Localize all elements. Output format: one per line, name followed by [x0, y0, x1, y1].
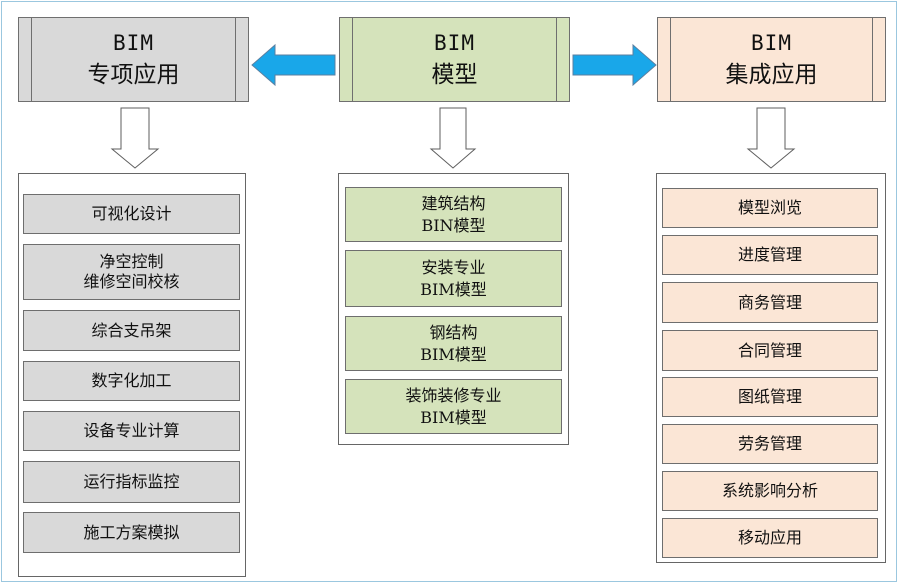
right-header-line2: 集成应用: [725, 62, 818, 88]
right-item-drawing-management: 图纸管理: [662, 377, 878, 417]
center-item-installation-model: 安装专业 BIM模型: [345, 250, 562, 307]
left-item-equipment-calculation: 设备专业计算: [23, 411, 240, 451]
left-item-clearance-control: 净空控制 维修空间校核: [23, 244, 240, 300]
left-item-visualization-design: 可视化设计: [23, 194, 240, 234]
bim-model-list-panel: 建筑结构 BIN模型 安装专业 BIM模型 钢结构 BIM模型 装饰装修专业 B…: [338, 173, 569, 445]
bim-integrated-application-header: BIM 集成应用: [657, 17, 886, 102]
bim-model-header: BIM 模型: [339, 17, 570, 102]
special-application-list-panel: 可视化设计 净空控制 维修空间校核 综合支吊架 数字化加工 设备专业计算 运行指…: [18, 173, 246, 577]
center-header-line1: BIM: [434, 31, 475, 55]
integrated-application-list-panel: 模型浏览 进度管理 商务管理 合同管理 图纸管理 劳务管理 系统影响分析 移动应…: [656, 173, 886, 563]
left-item-support-hanger: 综合支吊架: [23, 310, 240, 351]
right-item-progress-management: 进度管理: [662, 235, 878, 275]
center-item-decoration-model: 装饰装修专业 BIM模型: [345, 379, 562, 434]
center-item-building-structure-model: 建筑结构 BIN模型: [345, 187, 562, 242]
left-header-line2: 专项应用: [87, 62, 180, 88]
left-item-operation-monitoring: 运行指标监控: [23, 461, 240, 503]
right-header-line1: BIM: [751, 31, 792, 55]
center-header-line2: 模型: [431, 62, 478, 88]
right-item-contract-management: 合同管理: [662, 330, 878, 371]
right-item-model-browse: 模型浏览: [662, 188, 878, 228]
right-item-system-impact-analysis: 系统影响分析: [662, 471, 878, 511]
left-item-construction-simulation: 施工方案模拟: [23, 512, 240, 553]
bim-special-application-header: BIM 专项应用: [18, 17, 249, 102]
left-item-digital-processing: 数字化加工: [23, 361, 240, 401]
left-header-line1: BIM: [113, 31, 154, 55]
right-item-business-management: 商务管理: [662, 282, 878, 323]
center-item-steel-structure-model: 钢结构 BIM模型: [345, 316, 562, 371]
right-item-labor-management: 劳务管理: [662, 424, 878, 464]
right-item-mobile-application: 移动应用: [662, 518, 878, 558]
